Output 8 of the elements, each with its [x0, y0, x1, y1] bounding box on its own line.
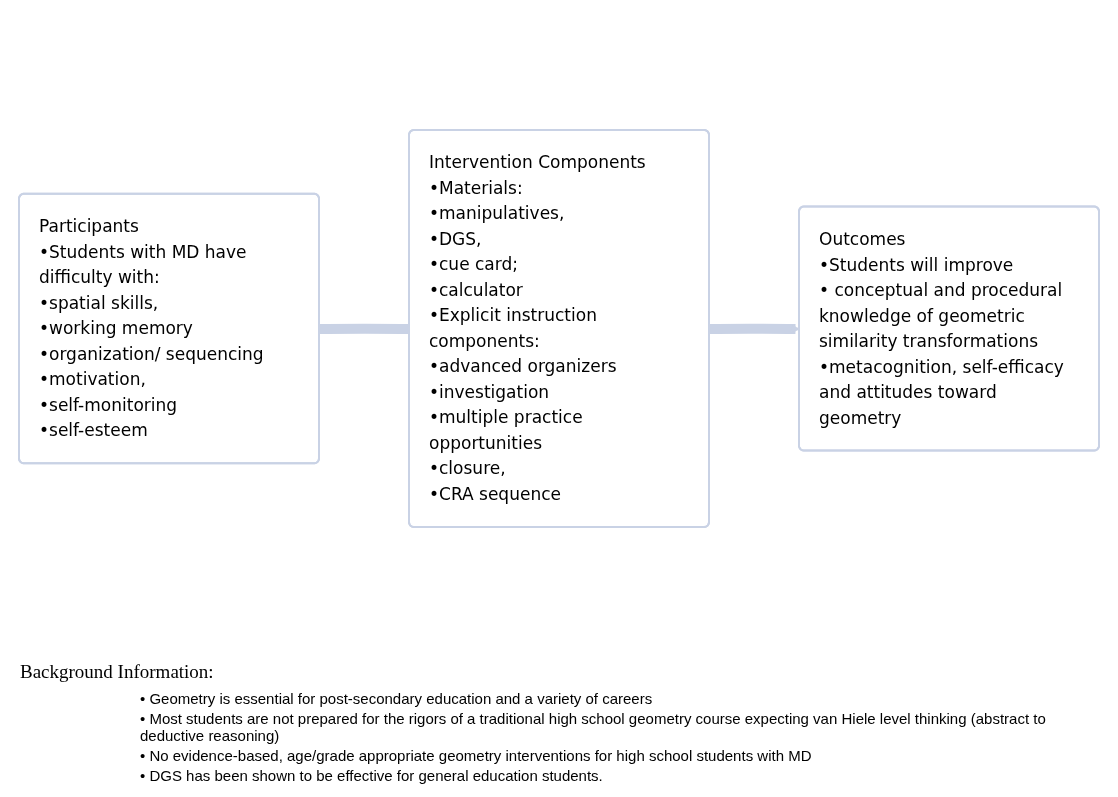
node-text: Intervention Components •Materials: •manipulatives, •DGS, •cue card; •calculator •Explicit instruction components: •advanced organizers •investigation •multiple practice opportunities •closure, •CRA sequence [429, 152, 646, 504]
arrow [709, 323, 800, 334]
bullet-item: • Geometry is essential for post-secondary education and a variety of careers [140, 690, 654, 707]
bullet-item: • Most students are not prepared for the rigors of a traditional high school geometry course expecting van Hiele level thinking (abstract to deductive reasoning) [140, 710, 1047, 744]
bullet-item: • DGS has been shown to be effective for general education students. [140, 767, 604, 784]
bullet-item: • No evidence-based, age/grade appropriate geometry interventions for high school students with MD [140, 747, 813, 764]
connector [319, 323, 410, 334]
section-heading: Background Information: [20, 661, 214, 683]
